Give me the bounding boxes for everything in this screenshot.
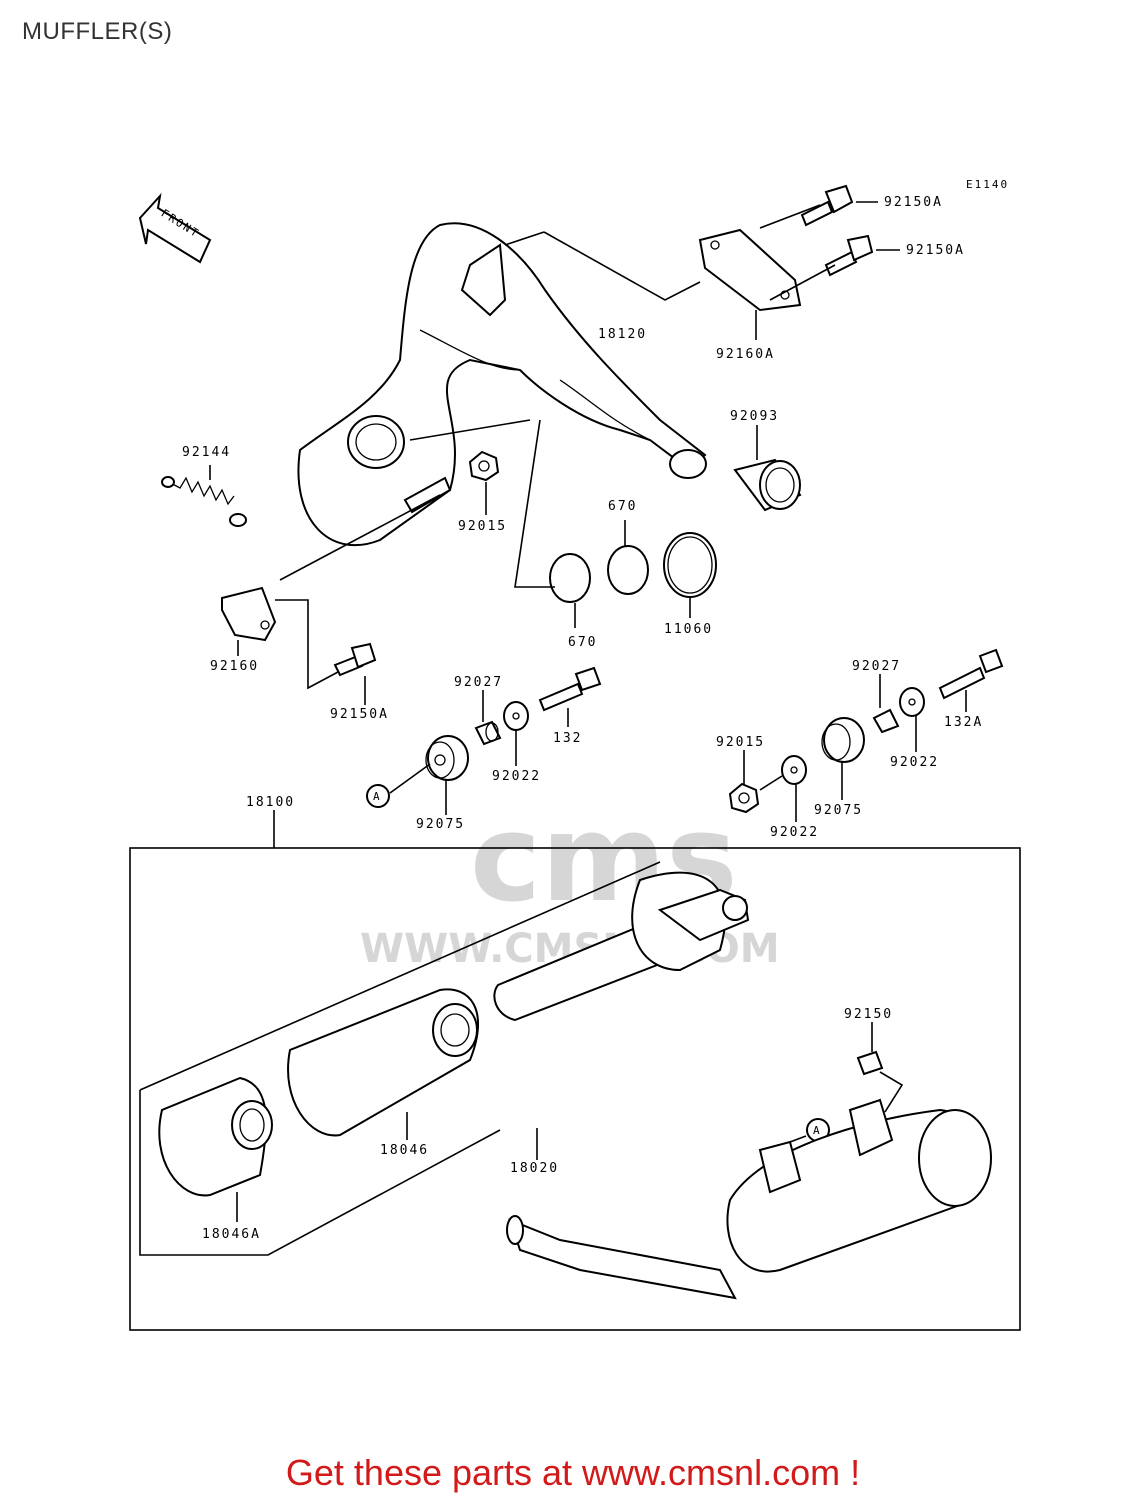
- joint-92093: [733, 458, 802, 512]
- ring-670-bottom: [549, 553, 591, 603]
- grommet-92075-1: [425, 735, 469, 781]
- label-92075-1: 92075: [416, 817, 465, 832]
- label-92150A-1: 92150A: [884, 195, 943, 210]
- nut-92015-2: [728, 782, 760, 814]
- bracket-92160A: [698, 228, 802, 312]
- callout-a-upper: A: [366, 784, 390, 808]
- label-92022-3: 92022: [770, 825, 819, 840]
- label-18046: 18046: [380, 1143, 429, 1158]
- bolt-92150A-3: [333, 642, 377, 677]
- collar-92027-2: [872, 708, 900, 734]
- grommet-92075-2: [821, 717, 865, 763]
- label-92027-1: 92027: [454, 675, 503, 690]
- label-92150A-2: 92150A: [906, 243, 965, 258]
- label-92027-2: 92027: [852, 659, 901, 674]
- muffler-body: [506, 1098, 992, 1300]
- label-18020: 18020: [510, 1161, 559, 1176]
- gasket-11060: [663, 532, 717, 598]
- label-92022-2: 92022: [890, 755, 939, 770]
- bolt-92150: [856, 1050, 884, 1076]
- expansion-chamber-18120: [297, 222, 707, 546]
- bolt-132A: [938, 648, 1004, 700]
- bolt-92150A-2: [824, 234, 874, 277]
- spring-92144: [161, 476, 247, 527]
- front-arrow-icon: FRONT: [138, 192, 212, 264]
- label-132: 132: [553, 731, 582, 746]
- part-labels: 92150A 92150A 18120 92160A 92093 92144 9…: [182, 195, 983, 1242]
- label-11060: 11060: [664, 622, 713, 637]
- label-92150A-3: 92150A: [330, 707, 389, 722]
- nut-92015-1: [468, 450, 500, 482]
- svg-text:A: A: [373, 790, 382, 803]
- label-18120: 18120: [598, 327, 647, 342]
- bolt-132: [538, 666, 602, 712]
- label-18100: 18100: [246, 795, 295, 810]
- label-92015-2: 92015: [716, 735, 765, 750]
- silencer-body-18046A: [158, 1076, 273, 1197]
- label-92160: 92160: [210, 659, 259, 674]
- label-92075-2: 92075: [814, 803, 863, 818]
- label-670-bottom: 670: [568, 635, 597, 650]
- assembly-box-18100: [129, 847, 1021, 1331]
- page-title: MUFFLER(S): [22, 18, 173, 45]
- washer-92022-1: [503, 701, 529, 731]
- label-92160A: 92160A: [716, 347, 775, 362]
- bolt-92150A-1: [800, 184, 854, 227]
- label-92150: 92150: [844, 1007, 893, 1022]
- silencer-core-18046: [287, 988, 480, 1137]
- label-92022-1: 92022: [492, 769, 541, 784]
- label-132A: 132A: [944, 715, 983, 730]
- label-92144: 92144: [182, 445, 231, 460]
- leader-lines: [139, 201, 967, 1256]
- label-92093: 92093: [730, 409, 779, 424]
- promo-link[interactable]: Get these parts at www.cmsnl.com !: [285, 1452, 861, 1493]
- parts-diagram: cms WWW.CMSNL.COM FRONT E1140: [129, 178, 1021, 1331]
- inner-pipe-18020: [493, 871, 750, 1022]
- svg-text:A: A: [813, 1124, 822, 1137]
- label-18046A: 18046A: [202, 1227, 261, 1242]
- ring-670-top: [607, 545, 649, 595]
- bracket-92160: [221, 586, 277, 642]
- collar-92027-1: [474, 720, 502, 746]
- label-670-top: 670: [608, 499, 637, 514]
- washer-92022-3: [781, 755, 807, 785]
- diagram-code: E1140: [966, 178, 1009, 191]
- label-92015-1: 92015: [458, 519, 507, 534]
- washer-92022-2: [899, 687, 925, 717]
